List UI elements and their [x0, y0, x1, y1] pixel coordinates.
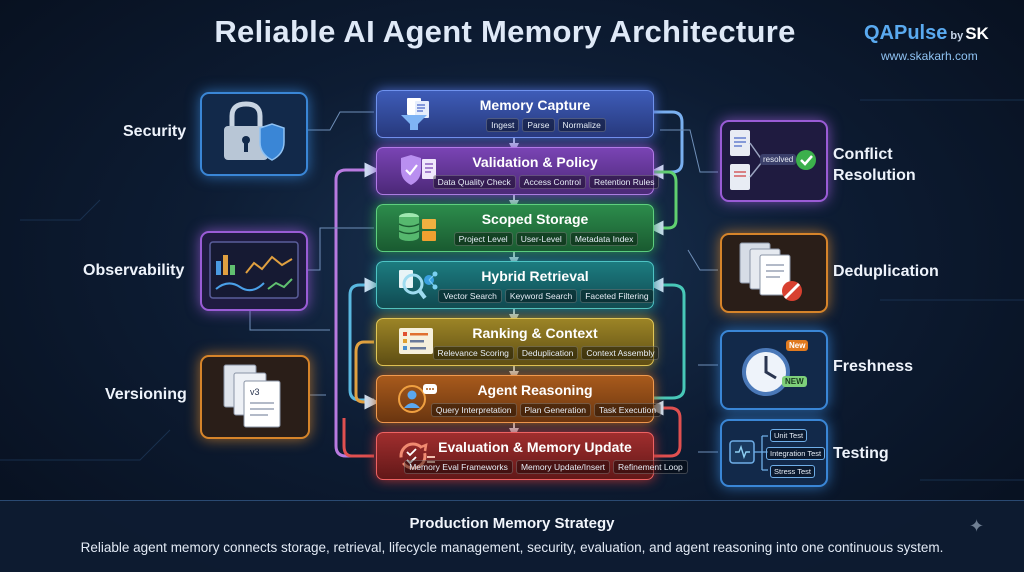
stage-chip: Relevance Scoring	[432, 346, 514, 360]
conflict-resolved-badge: resolved	[760, 154, 797, 165]
strategy-banner	[0, 500, 1024, 572]
stage-chips: Memory Eval Frameworks Memory Update/Ins…	[404, 460, 688, 474]
stage-chip: Memory Update/Insert	[515, 460, 611, 474]
stage-hybrid-retrieval: Hybrid Retrieval Vector Search Keyword S…	[376, 261, 654, 309]
stage-chip: Parse	[522, 118, 555, 132]
label-conflict-resolution: Conflict Resolution	[833, 146, 916, 184]
brand-name: QAPulse	[864, 22, 948, 44]
versioned-documents-icon: v3	[223, 364, 281, 428]
brand-initials: SK	[965, 24, 989, 43]
stage-chip: Query Interpretation	[430, 403, 517, 417]
stage-chips: Vector Search Keyword Search Faceted Fil…	[438, 289, 654, 303]
test-stress-label: Stress Test	[770, 465, 815, 478]
stage-chip: Faceted Filtering	[580, 289, 654, 303]
funnel-documents-icon	[397, 97, 439, 136]
panel-testing: Unit Test Integration Test Stress Test	[720, 419, 828, 487]
padlock-shield-icon	[224, 101, 285, 161]
stage-title: Ranking & Context	[472, 325, 598, 341]
panel-freshness: New NEW	[720, 330, 828, 410]
stage-chip: Metadata Index	[569, 232, 639, 246]
ranked-list-icon	[397, 325, 439, 364]
stage-title: Evaluation & Memory Update	[438, 439, 632, 455]
label-deduplication: Deduplication	[833, 263, 939, 280]
stage-chips: Ingest Parse Normalize	[447, 118, 645, 132]
stage-scoped-storage: Scoped Storage Project Level User-Level …	[376, 204, 654, 252]
svg-text:v3: v3	[250, 387, 260, 397]
stage-chip: Ingest	[486, 118, 520, 132]
test-integration-label: Integration Test	[766, 447, 826, 460]
agent-speech-icon	[397, 382, 439, 421]
panel-versioning: v3	[200, 355, 310, 439]
stage-title: Memory Capture	[479, 97, 591, 113]
stage-validation-policy: Validation & Policy Data Quality Check A…	[376, 147, 660, 195]
panel-observability	[200, 231, 308, 311]
stage-chips: Query Interpretation Plan Generation Tas…	[430, 403, 662, 417]
refresh-checklist-icon	[397, 439, 439, 478]
page-title: Reliable AI Agent Memory Architecture	[214, 14, 796, 49]
panel-security	[200, 92, 308, 176]
stage-chip: User-Level	[515, 232, 567, 246]
stage-chip: Keyword Search	[504, 289, 578, 303]
test-flow-icon	[729, 435, 768, 471]
stage-chip: Vector Search	[438, 289, 502, 303]
panel-deduplication	[720, 233, 828, 313]
label-freshness: Freshness	[833, 358, 914, 375]
label-versioning: Versioning	[105, 386, 187, 403]
brand-by: by	[950, 30, 964, 42]
stage-chip: Normalize	[557, 118, 606, 132]
stage-chip: Plan Generation	[519, 403, 591, 417]
stage-chip: Deduplication	[516, 346, 579, 360]
stage-memory-capture: Memory Capture Ingest Parse Normalize	[376, 90, 654, 138]
conflict-resolved-icon	[730, 130, 816, 190]
brand-url[interactable]: www.skakarh.com	[881, 49, 978, 63]
shield-checklist-icon	[397, 154, 439, 193]
freshness-new-tag: New	[786, 340, 809, 351]
label-observability: Observability	[83, 262, 185, 279]
stage-chips: Data Quality Check Access Control Retent…	[432, 175, 660, 189]
stage-chip: Project Level	[453, 232, 513, 246]
stage-evaluation-memory-update: Evaluation & Memory Update Memory Eval F…	[376, 432, 688, 480]
stage-agent-reasoning: Agent Reasoning Query Interpretation Pla…	[376, 375, 662, 423]
stage-title: Scoped Storage	[481, 211, 589, 227]
stage-chip: Memory Eval Frameworks	[404, 460, 513, 474]
test-unit-label: Unit Test	[770, 429, 808, 442]
stage-title: Validation & Policy	[472, 154, 598, 170]
dashboard-charts-icon	[209, 241, 299, 299]
stage-chip: Retention Rules	[588, 175, 660, 189]
strategy-description: Reliable agent memory connects storage, …	[80, 540, 944, 555]
stage-chips: Relevance Scoring Deduplication Context …	[432, 346, 660, 360]
stage-chips: Project Level User-Level Metadata Index	[447, 232, 645, 246]
duplicate-documents-icon	[739, 242, 802, 301]
stage-chip: Data Quality Check	[432, 175, 516, 189]
label-security: Security	[123, 123, 187, 140]
stage-chip: Task Execution	[593, 403, 662, 417]
stage-chip: Refinement Loop	[613, 460, 688, 474]
freshness-new-tag: NEW	[782, 376, 807, 387]
stage-title: Hybrid Retrieval	[481, 268, 589, 284]
database-folders-icon	[397, 211, 439, 250]
panel-conflict-resolution: resolved	[720, 120, 828, 202]
clock-new-icon	[742, 348, 790, 396]
stage-chip: Access Control	[518, 175, 586, 189]
stage-ranking-context: Ranking & Context Relevance Scoring Dedu…	[376, 318, 660, 366]
sparkle-icon: ✦	[969, 516, 985, 536]
stage-title: Agent Reasoning	[477, 382, 593, 398]
label-testing: Testing	[833, 445, 889, 462]
magnifier-network-icon	[397, 268, 439, 307]
strategy-title: Production Memory Strategy	[409, 515, 615, 532]
stage-chip: Context Assembly	[581, 346, 660, 360]
